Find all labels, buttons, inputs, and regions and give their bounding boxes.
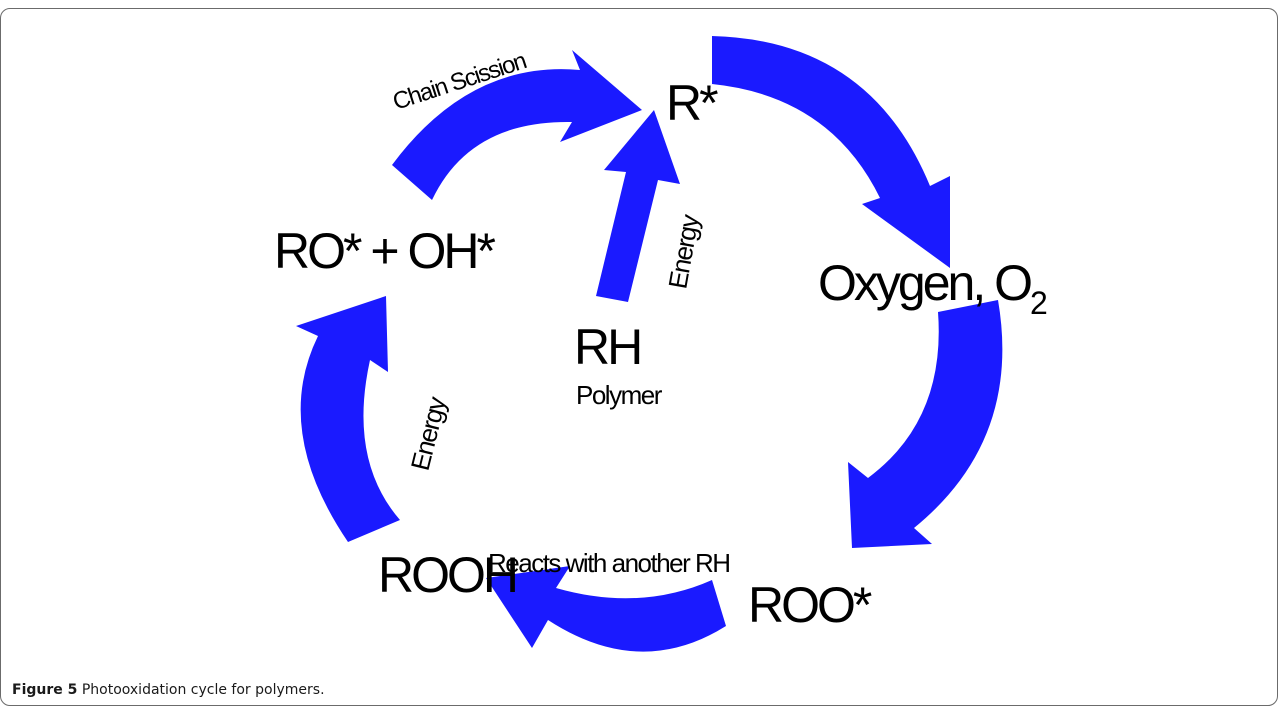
arrow-chain-scission	[392, 50, 642, 200]
node-roo-radical: ROO*	[748, 577, 872, 633]
arrow-to-roo	[848, 300, 1003, 548]
label-energy-left: Energy	[405, 394, 452, 474]
node-r-radical: R*	[666, 75, 718, 131]
label-energy-center: Energy	[662, 212, 705, 291]
node-rh: RH	[574, 319, 640, 375]
node-ro-oh: RO* + OH*	[274, 223, 495, 279]
caption-text: Photooxidation cycle for polymers.	[77, 682, 325, 698]
caption-label: Figure 5	[12, 682, 78, 698]
label-reacts-with-rh: Reacts with another RH	[488, 548, 730, 578]
figure-frame	[0, 8, 1278, 706]
arrow-to-rooh	[486, 566, 726, 652]
figure-caption: Figure 5 Photooxidation cycle for polyme…	[12, 682, 325, 698]
node-oxygen: Oxygen, O2	[818, 255, 1047, 321]
arrow-to-oxygen	[712, 36, 950, 268]
arrow-energy-center	[596, 110, 680, 302]
node-polymer: Polymer	[576, 380, 663, 410]
arrow-to-ro-oh	[296, 296, 400, 542]
node-rooh: ROOH	[378, 547, 516, 603]
